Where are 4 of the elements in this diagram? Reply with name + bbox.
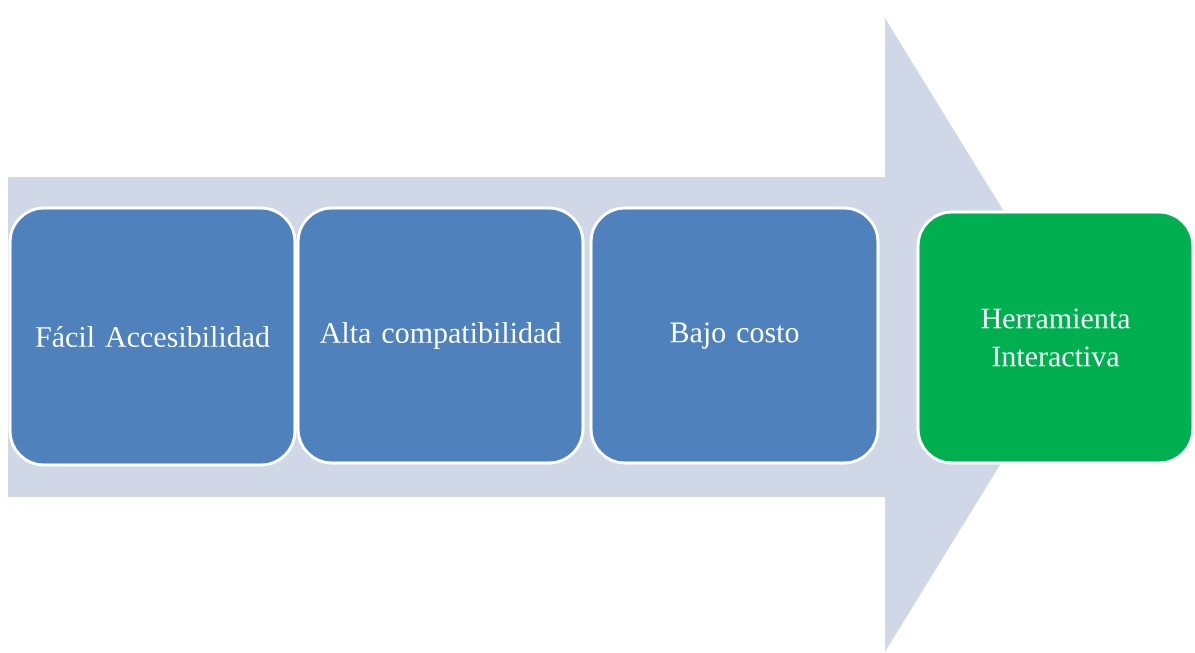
rounded-box: Herramienta Interactiva [916, 210, 1195, 465]
rounded-box: Fácil Accesibilidad [8, 206, 297, 467]
rounded-box: Bajo costo [589, 206, 880, 465]
rounded-box: Alta compatibilidad [296, 206, 585, 465]
